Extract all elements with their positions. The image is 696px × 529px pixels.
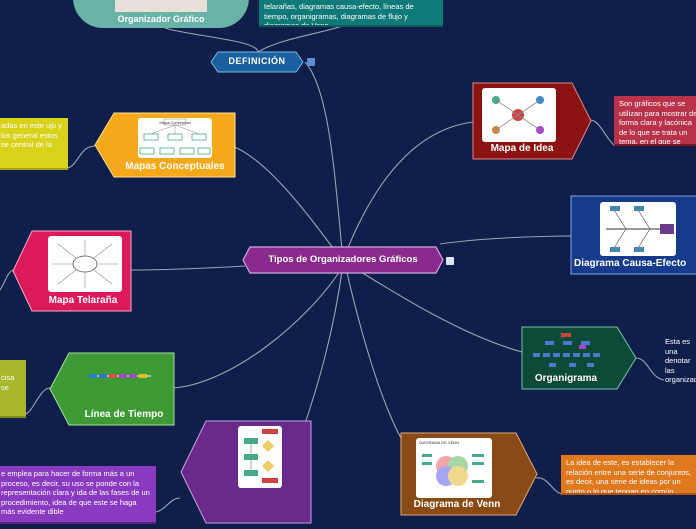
mapas-conceptuales-thumbnail: Mapa Conceptual [138,118,212,158]
link-top-note [257,23,349,53]
image-icon[interactable] [446,257,454,265]
mapas-conceptuales-note-text: adas en este ujo y los general estos se … [1,121,62,149]
linea-tiempo-note-text: cisa se [1,373,15,392]
mapa-idea-note: Son gráficos que se utilizan para mostra… [614,96,696,146]
causa-efecto-thumbnail [600,202,676,256]
central-shape [242,246,444,274]
link-note-linea [25,387,51,415]
definicion-node[interactable]: DEFINICIÓN [210,51,304,73]
linea-tiempo-label: Línea de Tiempo [84,409,164,420]
link-definicion [304,61,344,261]
causa-efecto-node[interactable]: Diagrama Causa-Efecto [570,195,696,275]
organizador-grafico-thumbnail [115,0,207,12]
link-note-conceptuales [67,145,96,169]
link-organigrama [344,261,523,353]
link-linea [171,265,344,389]
venn-note: La idea de este, es establecer la relaci… [561,455,696,495]
link-note-organigrama [635,357,665,381]
link-note-flujo [155,497,181,513]
mapas-conceptuales-node[interactable]: Mapa Conceptual Mapas Conceptuales [94,112,236,178]
organizador-grafico-label: Organizador Gráfico [117,14,205,24]
top-note-text: telarañas, diagramas causa-efecto, línea… [264,2,414,27]
link-telarana [127,265,246,271]
mapa-idea-label: Mapa de Idea [490,143,554,154]
linea-tiempo-thumbnail [83,360,157,396]
definicion-shape [210,51,304,73]
link-note-telarana [0,269,15,291]
top-note: telarañas, diagramas causa-efecto, línea… [259,0,443,27]
concept-thumbnail-title: Mapa Conceptual [159,120,191,125]
causa-efecto-label: Diagrama Causa-Efecto [574,258,687,269]
organigrama-label: Organigrama [534,373,598,384]
organigrama-note-text: Esta es una denotar las organizaciones c… [665,337,696,384]
flujo-note-text: e emplea para hacer de forma más a un pr… [1,469,150,516]
link-flujo [299,263,344,441]
telarana-node[interactable]: Mapa Telaraña [12,230,132,312]
definicion-label: DEFINICIÓN [228,56,286,66]
organigrama-note: Esta es una denotar las organizaciones c… [660,334,696,384]
venn-node[interactable]: DIAGRAMA DE VENN Diagrama de Venn [400,432,538,516]
link-conceptuales [231,145,344,263]
linea-tiempo-note: cisa se [0,360,26,418]
organizador-grafico-node[interactable]: Organizador Gráfico [73,0,249,28]
link-note-venn [535,477,563,495]
flujo-thumbnail [238,426,282,488]
mapa-idea-thumbnail [482,88,556,142]
link-note-mapa-idea [589,119,616,147]
central-node[interactable]: Tipos de Organizadores Gráficos [242,246,444,274]
link-mapa-idea [342,121,474,261]
link-causa [439,235,573,245]
venn-note-text: La idea de este, es establecer la relaci… [566,458,692,495]
organigrama-node[interactable]: Organigrama [521,326,637,390]
mapas-conceptuales-label: Mapas Conceptuales [125,161,225,172]
link-venn [344,263,403,441]
mapa-idea-note-text: Son gráficos que se utilizan para mostra… [619,99,696,146]
organigrama-thumbnail [529,331,605,373]
flujo-note: e emplea para hacer de forma más a un pr… [0,466,156,524]
link-top [164,27,259,53]
central-label: Tipos de Organizadores Gráficos [268,254,418,265]
venn-thumbnail: DIAGRAMA DE VENN [416,438,492,498]
venn-label: Diagrama de Venn [413,499,501,510]
venn-thumbnail-title: DIAGRAMA DE VENN [419,440,460,445]
mapas-conceptuales-note: adas en este ujo y los general estos se … [0,118,68,170]
telarana-label: Mapa Telaraña [48,295,118,306]
linea-tiempo-shape [49,352,175,426]
telarana-thumbnail [48,236,122,292]
mapa-idea-node[interactable]: Mapa de Idea [472,82,592,160]
linea-tiempo-node[interactable]: Línea de Tiempo [49,352,175,426]
flujo-node[interactable] [180,420,312,524]
note-icon[interactable] [307,58,315,66]
